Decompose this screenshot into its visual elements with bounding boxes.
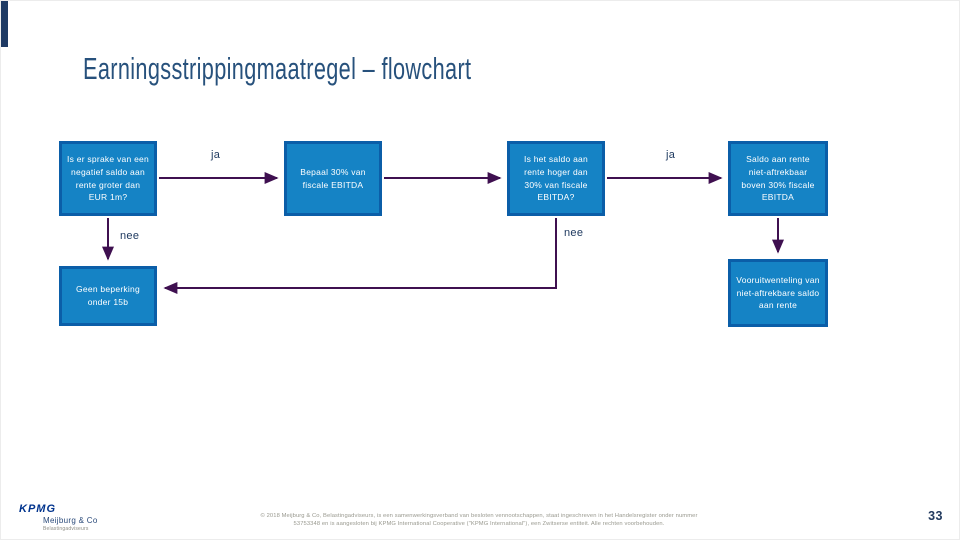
flowchart-box-label: Vooruitwenteling van niet-aftrekbare sal… (736, 274, 820, 311)
logo-tagline: Belastingadviseurs (43, 526, 89, 532)
kpmg-logo-text: KPMG (19, 503, 56, 515)
footer-disclaimer: © 2018 Meijburg & Co, Belastingadviseurs… (239, 513, 719, 529)
disclaimer-line-2: 53753348 en is aangesloten bij KPMG Inte… (293, 520, 665, 527)
flowchart-box-determine-ebitda: Bepaal 30% van fiscale EBITDA (284, 141, 382, 216)
kpmg-meijburg-logo: KPMG Meijburg & Co Belastingadviseurs (19, 503, 98, 532)
flowchart-box-label: Is het saldo aan rente hoger dan 30% van… (523, 154, 588, 203)
arrow-nee-2-elbow (163, 218, 557, 294)
flowchart-box-label: Geen beperking onder 15b (76, 284, 140, 307)
edge-label-nee-1: nee (120, 230, 140, 242)
edge-label-ja-2: ja (666, 149, 676, 161)
flowchart-box-result-carry-forward: Vooruitwenteling van niet-aftrekbare sal… (728, 259, 828, 327)
disclaimer-line-1: © 2018 Meijburg & Co, Belastingadviseurs… (260, 513, 698, 519)
flowchart-box-result-not-deductible: Saldo aan rente niet-aftrekbaar boven 30… (728, 141, 828, 216)
slide-accent-bar (1, 1, 8, 47)
flowchart-box-question-balance-higher: Is het saldo aan rente hoger dan 30% van… (507, 141, 605, 216)
flowchart-box-label: Saldo aan rente niet-aftrekbaar boven 30… (741, 154, 815, 203)
flowchart-box-question-negative-balance: Is er sprake van een negatief saldo aan … (59, 141, 157, 216)
flowchart-box-label: Is er sprake van een negatief saldo aan … (67, 154, 150, 203)
flowchart-box-label: Bepaal 30% van fiscale EBITDA (300, 166, 366, 190)
edge-label-ja-1: ja (211, 149, 221, 161)
flowchart-box-result-no-limitation: Geen beperking onder 15b (59, 266, 157, 326)
page-title: Earningsstrippingmaatregel – flowchart (83, 51, 472, 86)
edge-label-nee-2: nee (564, 227, 584, 239)
logo-firm-name: Meijburg & Co (43, 516, 98, 525)
page-number: 33 (928, 509, 943, 523)
